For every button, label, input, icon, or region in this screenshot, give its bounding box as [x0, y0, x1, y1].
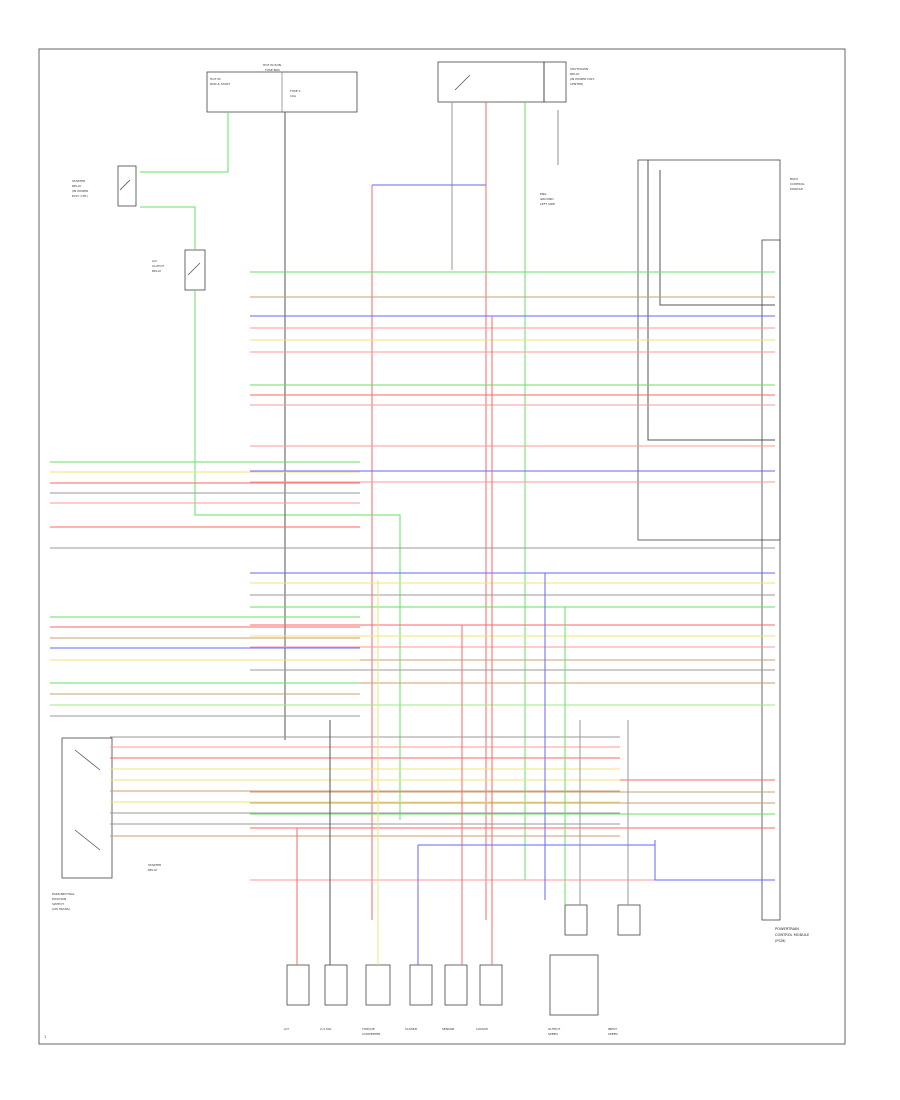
svg-text:CLUTCH: CLUTCH	[152, 264, 164, 268]
wire-green-ac-down	[194, 290, 401, 820]
svg-text:RELAY: RELAY	[148, 868, 158, 872]
svg-text:CLOSED: CLOSED	[405, 1027, 418, 1031]
svg-text:(ON TRANS): (ON TRANS)	[52, 907, 70, 911]
svg-text:POSITION: POSITION	[52, 897, 66, 901]
svg-text:HOT IN: HOT IN	[210, 77, 221, 81]
svg-text:2-3 SOL: 2-3 SOL	[320, 1027, 332, 1031]
svg-text:BODY: BODY	[790, 177, 799, 181]
svg-text:(PCM): (PCM)	[775, 939, 786, 943]
svg-text:CONTROL MODULE: CONTROL MODULE	[775, 933, 810, 937]
svg-text:FUSE 2: FUSE 2	[290, 89, 301, 93]
svg-text:OUTPUT: OUTPUT	[548, 1027, 560, 1031]
ground-symbol: ENG GROUND LEFT SIDE	[540, 110, 559, 206]
wire-green-ac	[140, 206, 196, 250]
svg-text:SPEED: SPEED	[548, 1032, 559, 1036]
bottom-left-switch: PARK/NEUTRAL POSITION SWITCH (ON TRANS) …	[52, 737, 161, 911]
svg-text:HOT IN RUN: HOT IN RUN	[263, 63, 281, 67]
svg-text:MODULE: MODULE	[790, 187, 803, 191]
pcm-connector: BODY CONTROL MODULE POWERTRAIN CONTROL M…	[637, 159, 810, 943]
svg-text:CENTER): CENTER)	[570, 82, 583, 86]
svg-text:RELAY: RELAY	[570, 72, 580, 76]
diagram-frame	[38, 48, 846, 1045]
svg-text:PARK/NEUTRAL: PARK/NEUTRAL	[52, 892, 75, 896]
svg-text:SENSOR: SENSOR	[442, 1027, 454, 1031]
svg-text:POWERTRAIN: POWERTRAIN	[775, 927, 799, 931]
svg-text:SPEED: SPEED	[608, 1032, 619, 1036]
svg-text:CONTROL: CONTROL	[790, 182, 805, 186]
wire-pcm-dark2	[659, 170, 775, 306]
svg-text:LOCKUP: LOCKUP	[476, 1027, 488, 1031]
corner-code: 1	[44, 1035, 46, 1039]
svg-text:SHUTDOWN: SHUTDOWN	[570, 67, 588, 71]
svg-text:CONVERTER: CONVERTER	[362, 1032, 380, 1036]
svg-text:FUSE BOX: FUSE BOX	[265, 68, 280, 72]
svg-text:RELAY: RELAY	[72, 184, 82, 188]
svg-text:A/T: A/T	[284, 1027, 289, 1031]
top-fuse-box: HOT IN RUN & START HOT IN RUN FUSE BOX F…	[206, 63, 358, 113]
svg-text:A/C: A/C	[152, 259, 157, 263]
svg-text:ENG: ENG	[540, 192, 547, 196]
svg-text:(IN POWER DIST.: (IN POWER DIST.	[570, 77, 595, 81]
wire-group	[50, 102, 775, 965]
svg-text:SWITCH: SWITCH	[52, 902, 64, 906]
svg-text:RUN & START: RUN & START	[210, 82, 230, 86]
left-relays: STARTER RELAY (IN POWER DIST. CTR) A/C C…	[72, 165, 206, 291]
wire-green-starter	[140, 112, 229, 173]
bottom-sensors: A/T 2-3 SOL TORQUE CONVERTER CLOSED SENS…	[284, 904, 641, 1036]
svg-text:RELAY: RELAY	[152, 269, 162, 273]
wire-bottom-blue	[654, 840, 775, 881]
svg-text:GROUND: GROUND	[540, 197, 554, 201]
svg-text:TORQUE: TORQUE	[361, 1027, 375, 1031]
wire-pcm-dark	[647, 160, 775, 441]
svg-text:10A: 10A	[290, 94, 297, 98]
top-right-relay: SHUTDOWN RELAY (IN POWER DIST. CENTER)	[437, 61, 595, 103]
svg-text:DIST. CTR): DIST. CTR)	[72, 194, 88, 198]
svg-text:(IN POWER: (IN POWER	[72, 189, 88, 193]
svg-text:LEFT SIDE: LEFT SIDE	[540, 202, 555, 206]
svg-text:STARTER: STARTER	[72, 179, 85, 183]
svg-text:STARTER: STARTER	[148, 863, 161, 867]
svg-text:INPUT: INPUT	[608, 1027, 617, 1031]
